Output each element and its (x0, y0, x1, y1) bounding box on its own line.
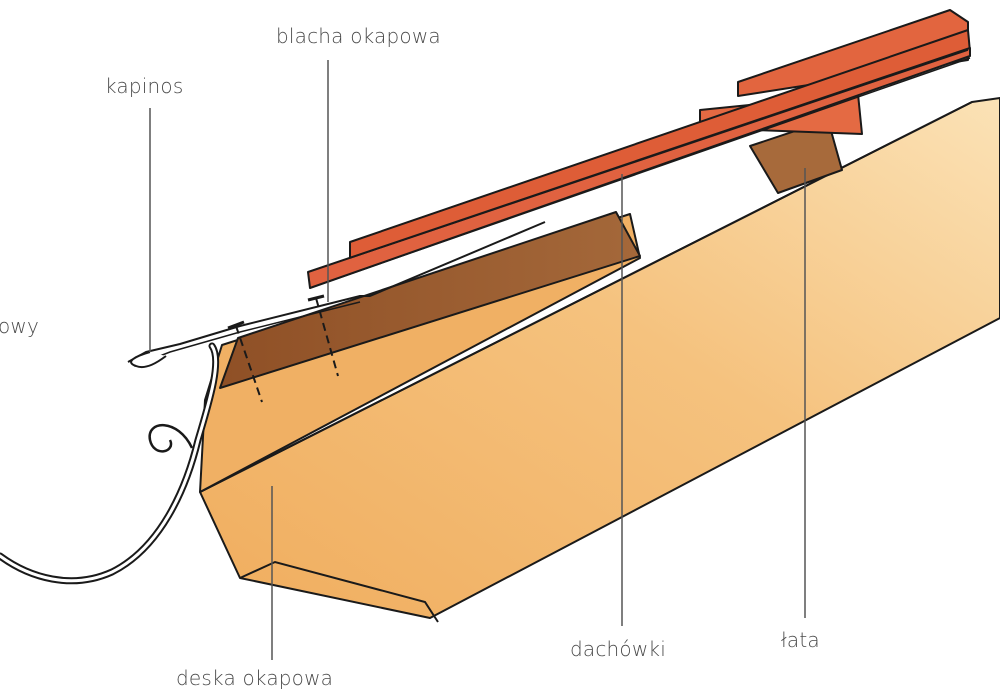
label-dachowki: dachówki (570, 637, 666, 661)
rafter-edge-line (199, 101, 973, 493)
gutter (0, 342, 220, 585)
label-kapinos: kapinos (105, 74, 184, 98)
tile-line (309, 57, 971, 289)
roof-tiles (307, 9, 971, 289)
nail (235, 325, 263, 403)
leader-lines (149, 60, 806, 660)
gutter-inner (0, 344, 218, 583)
label-blacha-okapowa: blacha okapowa (276, 24, 441, 48)
eave-board-top (219, 211, 641, 389)
nail-head (307, 294, 325, 302)
tile-lower (307, 47, 971, 289)
drip-edge (130, 351, 167, 368)
nail-head (227, 320, 245, 330)
rafter-underside (239, 560, 439, 623)
nail (315, 297, 339, 377)
label-pas-okapowy: owy (0, 314, 40, 338)
tile-line (349, 49, 969, 259)
label-deska-okapowa: deska okapowa (176, 666, 334, 690)
gutter-curl (148, 424, 194, 453)
label-lata: łata (781, 628, 820, 652)
eave-flashing (127, 221, 546, 363)
